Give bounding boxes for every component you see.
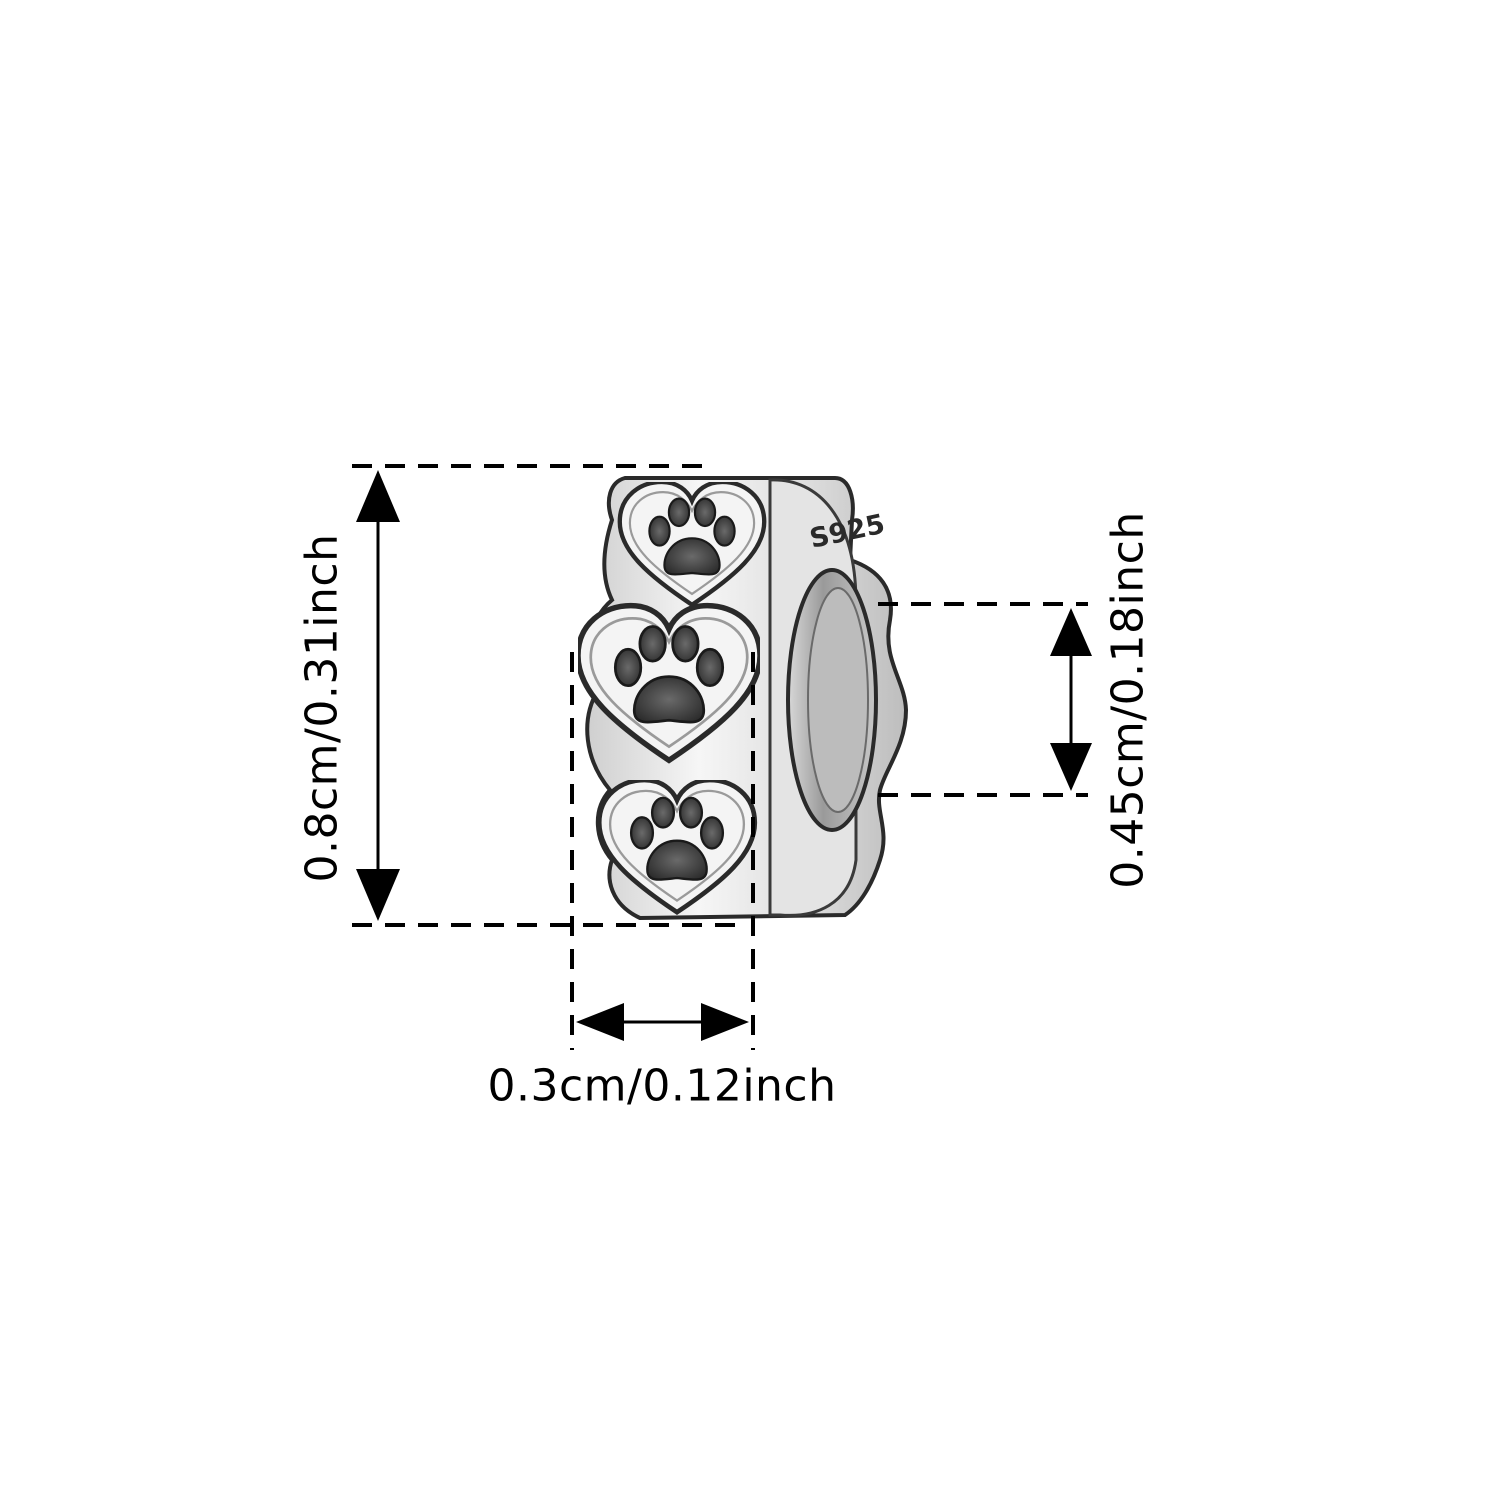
width-arrow: [576, 1003, 749, 1041]
charm-spacer-image: S925: [578, 476, 909, 921]
hole-diameter-label: 0.45cm/0.18inch: [1102, 511, 1154, 889]
height-label: 0.8cm/0.31inch: [296, 533, 348, 883]
height-arrow: [356, 470, 400, 921]
guide-lines: [352, 464, 1088, 1050]
width-label: 0.3cm/0.12inch: [487, 1060, 837, 1112]
hole-diameter-arrow: [1050, 608, 1092, 791]
